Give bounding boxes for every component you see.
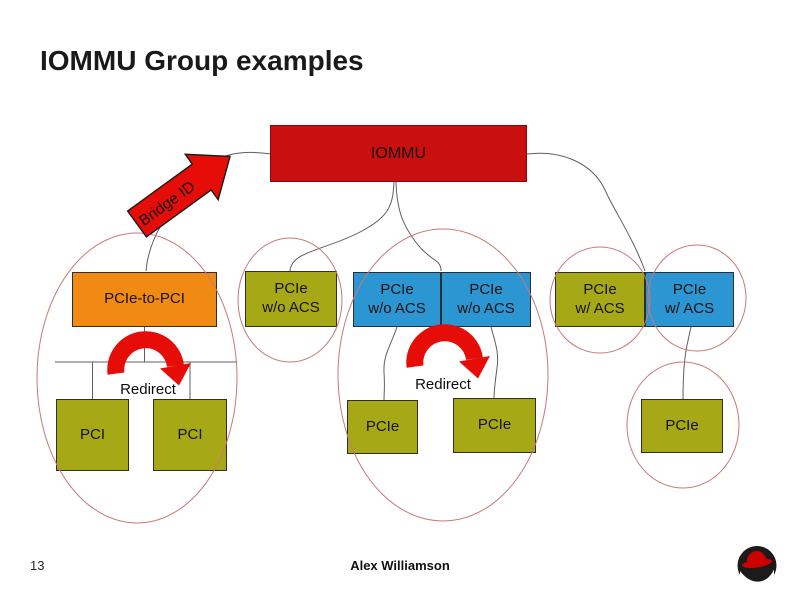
- box-pcie-wo-acs-right: PCIe w/o ACS: [441, 272, 531, 327]
- footer-author: Alex Williamson: [350, 558, 450, 573]
- group-ellipse-w-acs-blue: [647, 244, 747, 352]
- connector-iommu-to-blue-pair: [395, 181, 442, 272]
- connector-blue-left-to-pcie: [383, 326, 398, 401]
- box-pcie-to-pci: PCIe-to-PCI: [72, 272, 217, 327]
- connector-iommu-to-w-acs-pair: [526, 152, 646, 272]
- redirect-label-middle: Redirect: [415, 376, 471, 393]
- group-ellipse-bottom-right: [626, 361, 740, 489]
- box-pcie-mid-left: PCIe: [347, 400, 418, 454]
- box-iommu: IOMMU: [270, 125, 527, 182]
- redirect-label-left: Redirect: [120, 381, 176, 398]
- connector-blue-right-to-pcie: [490, 326, 499, 399]
- redirect-arrow-left-head: [160, 363, 191, 386]
- box-pcie-wo-acs-single: PCIe w/o ACS: [245, 271, 337, 327]
- connector-w-acs-to-pcie: [682, 326, 692, 400]
- group-ellipse-wo-acs-single: [237, 237, 343, 363]
- box-pcie-w-acs-blue: PCIe w/ ACS: [645, 272, 734, 327]
- box-pci-left: PCI: [56, 399, 129, 471]
- red-hat-shadowman-logo-icon: [737, 546, 777, 587]
- box-pci-right: PCI: [153, 399, 227, 471]
- box-pcie-bottom-right: PCIe: [641, 399, 723, 453]
- box-pcie-w-acs-olive: PCIe w/ ACS: [555, 272, 645, 327]
- redirect-arrow-left: [107, 331, 191, 386]
- bridge-id-arrow: Bridge ID: [126, 153, 231, 238]
- slide-title: IOMMU Group examples: [40, 45, 364, 76]
- page-number: 13: [30, 558, 45, 573]
- box-pcie-wo-acs-left: PCIe w/o ACS: [353, 272, 441, 327]
- group-ellipse-bridge: [36, 232, 238, 524]
- redirect-arrow-middle-arc: [406, 324, 483, 368]
- bridge-id-arrow-shape: [126, 153, 231, 238]
- group-ellipse-middle: [337, 228, 549, 522]
- group-ellipse-w-acs-olive: [549, 246, 651, 354]
- connector-iommu-to-pcie-wo-acs: [289, 181, 395, 272]
- box-pcie-mid-right: PCIe: [453, 398, 536, 453]
- redirect-arrow-middle-head: [459, 356, 490, 379]
- redirect-arrow-middle: [406, 324, 490, 379]
- redirect-arrow-left-arc: [107, 331, 184, 375]
